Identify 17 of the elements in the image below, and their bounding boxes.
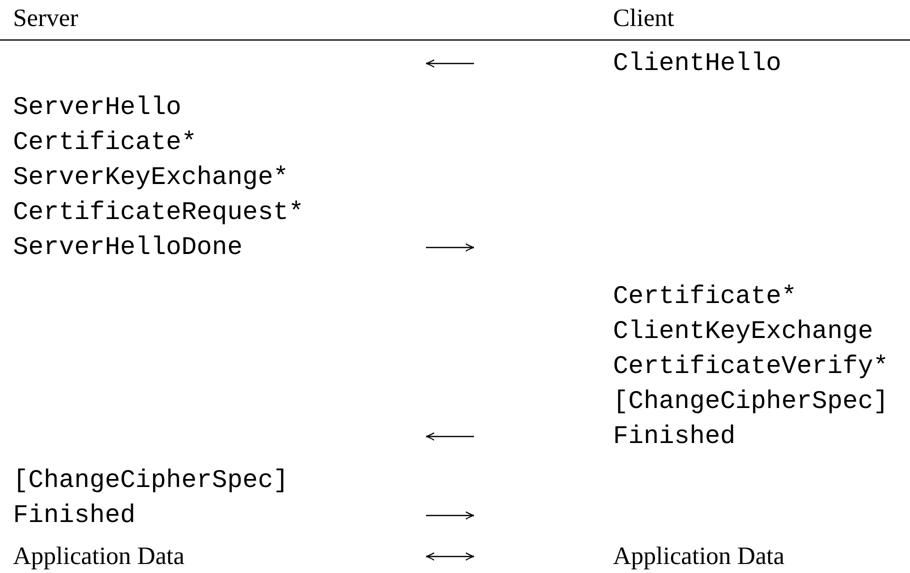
message-name: ClientHello <box>613 48 782 80</box>
message-name: CertificateRequest* <box>13 197 304 229</box>
message-name: Certificate* <box>613 281 797 313</box>
message-name: ServerHelloDone <box>13 232 243 264</box>
message-name: Application Data <box>13 542 184 572</box>
message-name: ServerHello <box>13 92 182 124</box>
message-name: [ChangeCipherSpec] <box>613 386 888 418</box>
message-name: Certificate* <box>13 127 197 159</box>
message-name: Application Data <box>613 542 784 572</box>
message-name: Finished <box>13 500 136 532</box>
column-heading: Server <box>13 4 78 34</box>
message-name: [ChangeCipherSpec] <box>13 465 288 497</box>
message-name: ClientKeyExchange <box>613 316 874 348</box>
message-name: CertificateVerify* <box>613 351 888 383</box>
column-heading: Client <box>613 4 674 34</box>
message-name: Finished <box>613 421 736 453</box>
message-name: ServerKeyExchange* <box>13 162 288 194</box>
